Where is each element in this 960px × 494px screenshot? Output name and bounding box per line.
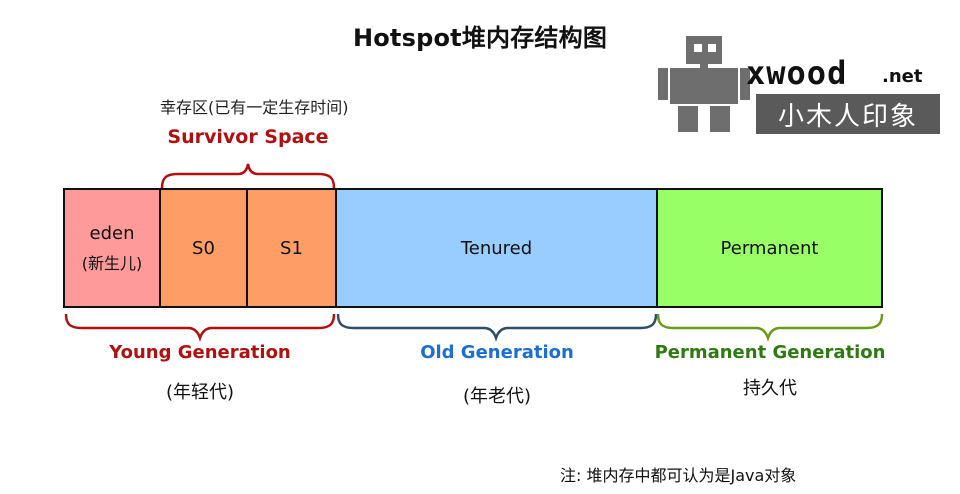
- s0-label: S0: [192, 237, 215, 259]
- old-generation-zh: (年老代): [462, 386, 532, 407]
- s0-cell: S0: [161, 190, 248, 306]
- s1-label: S1: [280, 237, 303, 259]
- footnote: 注: 堆内存中都可认为是Java对象: [560, 466, 797, 485]
- young-generation-label: Young Generation: [109, 342, 291, 363]
- permanent-generation-label: Permanent Generation: [654, 342, 886, 363]
- s1-cell: S1: [248, 190, 337, 306]
- tenured-label: Tenured: [460, 237, 533, 259]
- survivor-space-label: Survivor Space: [167, 126, 329, 148]
- logo-suffix: .net: [882, 66, 923, 87]
- robot-logo-icon: [658, 36, 750, 132]
- tenured-cell: Tenured: [337, 190, 658, 306]
- heap-memory-bar: eden (新生儿) S0 S1 Tenured Permanent: [63, 188, 883, 308]
- eden-label: eden: [89, 222, 135, 244]
- permanent-cell: Permanent: [658, 190, 881, 306]
- eden-sub-label: (新生儿): [81, 253, 143, 273]
- permanent-generation-zh: 持久代: [743, 378, 797, 399]
- logo-cn: 小木人印象: [756, 94, 940, 134]
- young-generation-zh: (年轻代): [165, 382, 235, 403]
- logo-brand: xwood: [746, 54, 848, 92]
- old-generation-label: Old Generation: [420, 342, 574, 363]
- survivor-zh-label: 幸存区(已有一定生存时间): [160, 98, 349, 117]
- diagram-title: Hotspot堆内存结构图: [352, 24, 608, 52]
- permanent-label: Permanent: [720, 237, 819, 259]
- eden-cell: eden (新生儿): [65, 190, 161, 306]
